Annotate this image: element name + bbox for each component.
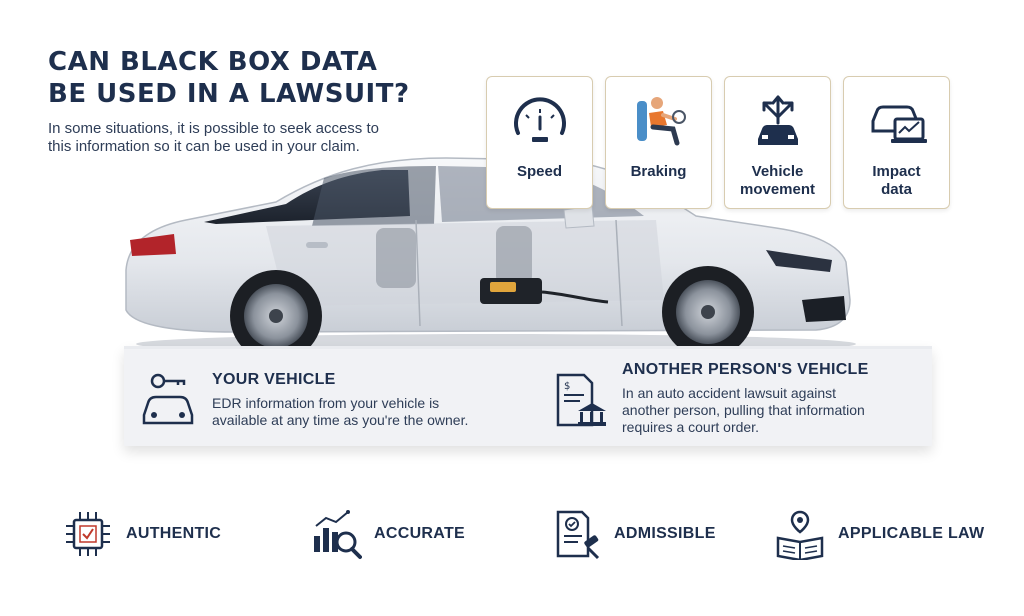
svg-text:$: $ <box>564 381 570 392</box>
accurate-item: ACCURATE <box>310 508 500 560</box>
card-impact-data: Impact data <box>843 76 950 209</box>
applicable-law-item: APPLICABLE LAW <box>774 508 1010 560</box>
legal-document-courthouse-icon: $ <box>556 373 606 427</box>
card-vehicle-movement-label: Vehicle movement <box>739 163 816 198</box>
admissible-label: ADMISSIBLE <box>614 525 716 542</box>
subtitle-line-2: this information so it can be used in yo… <box>48 138 360 155</box>
chart-magnifier-icon <box>314 510 362 559</box>
accurate-label: ACCURATE <box>374 525 465 542</box>
document-gavel-icon <box>556 510 600 560</box>
card-vehicle-movement: Vehicle movement <box>724 76 831 209</box>
card-speed-label: Speed <box>516 163 562 180</box>
car-direction-arrows-icon <box>758 95 798 145</box>
another-vehicle-section: $ ANOTHER PERSON'S VEHICLE In an auto ac… <box>544 349 932 446</box>
your-vehicle-title: YOUR VEHICLE <box>212 371 336 388</box>
authentic-label: AUTHENTIC <box>126 525 222 542</box>
card-braking: Braking <box>605 76 712 209</box>
driver-braking-icon <box>637 97 686 146</box>
card-speed: Speed <box>486 76 593 209</box>
chip-checklist-icon <box>66 512 110 556</box>
another-vehicle-title: ANOTHER PERSON'S VEHICLE <box>622 361 869 378</box>
page-subtitle: In some situations, it is possible to se… <box>48 120 428 156</box>
title-line-2: BE USED IN A LAWSUIT? <box>48 79 410 109</box>
vehicle-info-panel: YOUR VEHICLE EDR information from your v… <box>124 346 932 446</box>
car-impact-laptop-icon <box>871 105 927 143</box>
map-book-icon <box>776 510 824 560</box>
another-vehicle-text: In an auto accident lawsuit against anot… <box>622 385 865 435</box>
speedometer-icon <box>514 97 566 142</box>
authentic-item: AUTHENTIC <box>62 508 262 560</box>
your-vehicle-section: YOUR VEHICLE EDR information from your v… <box>124 349 544 446</box>
subtitle-line-1: In some situations, it is possible to se… <box>48 120 379 137</box>
car-key-icon <box>142 373 194 425</box>
page-title: CAN BLACK BOX DATA BE USED IN A LAWSUIT? <box>48 46 468 110</box>
card-braking-label: Braking <box>630 163 687 180</box>
card-impact-data-label: Impact data <box>872 163 921 198</box>
applicable-law-label: APPLICABLE LAW <box>838 525 985 542</box>
admissible-item: ADMISSIBLE <box>550 508 750 560</box>
your-vehicle-text: EDR information from your vehicle is ava… <box>212 395 469 428</box>
title-line-1: CAN BLACK BOX DATA <box>48 47 378 77</box>
